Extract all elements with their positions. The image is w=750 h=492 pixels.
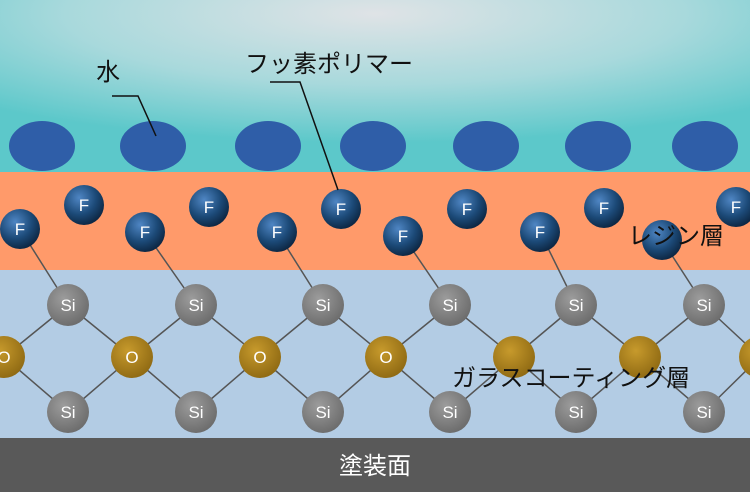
leader-lines [112, 81, 339, 191]
oxygen-atom [493, 336, 535, 378]
silicon-atom: Si [47, 284, 89, 326]
svg-text:F: F [599, 199, 609, 218]
fluorine-atom: F [0, 209, 40, 249]
fluorine-atom [642, 220, 682, 260]
silicon-atom: Si [302, 391, 344, 433]
fluorine-atom: F [64, 185, 104, 225]
svg-text:Si: Si [188, 296, 203, 315]
resin-layer-label: レジン層 [628, 222, 724, 250]
silicon-atoms-top: Si Si Si Si Si Si [47, 284, 725, 326]
fluorine-atom: F [716, 187, 750, 227]
svg-text:Si: Si [188, 403, 203, 422]
svg-text:F: F [462, 200, 472, 219]
oxygen-atom [739, 338, 750, 376]
painted-surface-layer [0, 438, 750, 492]
svg-text:Si: Si [60, 296, 75, 315]
svg-text:Si: Si [568, 403, 583, 422]
oxygen-atom: O [239, 336, 281, 378]
oxygen-atom [619, 336, 661, 378]
svg-text:Si: Si [696, 296, 711, 315]
water-label: 水 [96, 58, 120, 86]
fluorine-atom: F [189, 187, 229, 227]
silicon-atom: Si [175, 284, 217, 326]
silicon-atom: Si [429, 284, 471, 326]
silicon-atom: Si [175, 391, 217, 433]
svg-text:O: O [253, 348, 266, 367]
svg-text:O: O [379, 348, 392, 367]
water-droplet [565, 121, 631, 171]
svg-text:F: F [272, 223, 282, 242]
fluorine-atom: F [584, 188, 624, 228]
water-droplet [453, 121, 519, 171]
glass-coating-layer-label: ガラスコーティング層 [452, 364, 690, 392]
painted-surface-label: 塗装面 [339, 452, 411, 480]
svg-text:F: F [398, 227, 408, 246]
svg-text:F: F [731, 198, 741, 217]
svg-text:Si: Si [442, 296, 457, 315]
fluorine-atom: F [520, 212, 560, 252]
water-droplet [120, 121, 186, 171]
fluorine-atoms: F F F F F F F F F F F [0, 185, 750, 260]
water-droplet [235, 121, 301, 171]
fluorine-atom: F [447, 189, 487, 229]
svg-text:Si: Si [442, 403, 457, 422]
water-droplet [340, 121, 406, 171]
svg-text:F: F [79, 196, 89, 215]
fluorine-atom: F [383, 216, 423, 256]
water-droplet [672, 121, 738, 171]
oxygen-atom: O [0, 336, 25, 378]
fluoropolymer-leader-line [270, 81, 339, 191]
svg-text:F: F [204, 198, 214, 217]
silicon-atoms-bottom: Si Si Si Si Si Si [47, 391, 725, 433]
svg-text:F: F [535, 223, 545, 242]
silicon-atom: Si [683, 284, 725, 326]
fluoropolymer-label: フッ素ポリマー [245, 50, 413, 78]
svg-text:Si: Si [696, 403, 711, 422]
svg-text:O: O [125, 348, 138, 367]
water-droplets [9, 121, 738, 171]
svg-text:F: F [336, 200, 346, 219]
fluorine-atom: F [321, 189, 361, 229]
svg-text:Si: Si [568, 296, 583, 315]
svg-text:Si: Si [315, 403, 330, 422]
fluorine-atom: F [125, 212, 165, 252]
silicon-atom: Si [429, 391, 471, 433]
silicon-atom: Si [555, 391, 597, 433]
svg-text:F: F [140, 223, 150, 242]
silicon-atom: Si [47, 391, 89, 433]
oxygen-atom: O [111, 336, 153, 378]
resin-layer [0, 172, 750, 270]
silicon-atom: Si [555, 284, 597, 326]
oxygen-atoms: O O O O [0, 336, 750, 378]
silicon-atom: Si [302, 284, 344, 326]
svg-text:Si: Si [60, 403, 75, 422]
silicon-atom: Si [683, 391, 725, 433]
water-droplet [9, 121, 75, 171]
oxygen-atom: O [365, 336, 407, 378]
svg-text:O: O [0, 348, 11, 367]
water-leader-line [112, 95, 157, 137]
fluorine-atom: F [257, 212, 297, 252]
svg-text:Si: Si [315, 296, 330, 315]
svg-text:F: F [15, 220, 25, 239]
